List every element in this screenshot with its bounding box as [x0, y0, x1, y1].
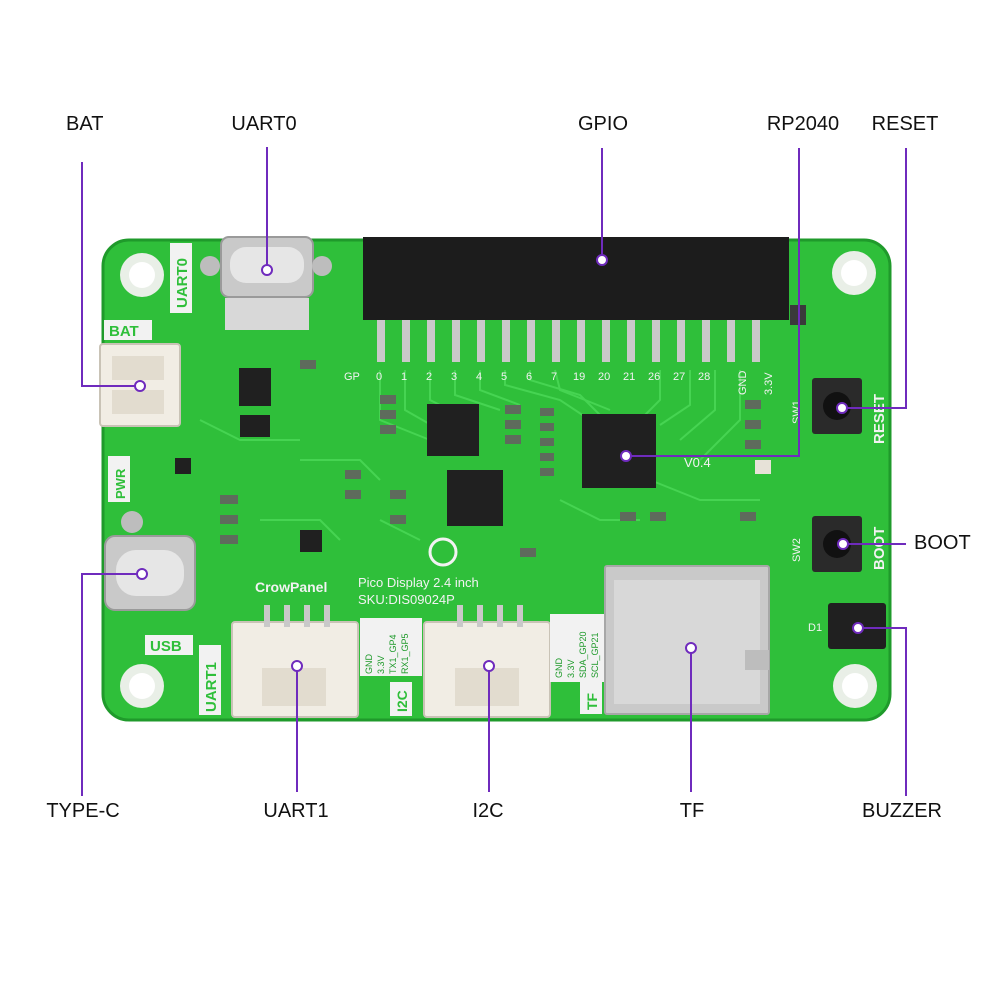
passives — [220, 305, 806, 557]
silk-uart1-pin: 3.3V — [376, 655, 386, 674]
silkscreen: UART0 BAT PWR USB UART1 I2C TF RESET BOO… — [104, 243, 888, 716]
silk-usb-label: USB — [150, 638, 182, 655]
silk-sku-label: SKU:DIS09024P — [358, 592, 455, 607]
silk-gpio-pins: GP 0 1 2 3 4 5 6 7 19 20 21 26 27 28 GND… — [344, 371, 775, 396]
silk-i2c-pin: 3.3V — [566, 659, 576, 678]
silk-i2c-pin: GND — [554, 658, 564, 679]
silk-gpio-pin: 28 — [698, 371, 710, 383]
tf-card-slot — [604, 565, 770, 715]
callout-uart1: UART1 — [263, 800, 329, 822]
usb-connector — [104, 511, 196, 611]
callout-reset: RESET — [871, 113, 939, 135]
silk-product-label: Pico Display 2.4 inch — [358, 575, 479, 590]
silk-sw2-label: SW2 — [791, 538, 803, 562]
silk-uart1-label: UART1 — [203, 662, 220, 712]
silk-boot-label: BOOT — [871, 527, 888, 570]
silk-gpio-pin: 1 — [401, 371, 407, 383]
silk-i2c-pins: GND 3.3V SDA_GP20 SCL_GP21 — [550, 614, 604, 682]
callout-i2c: I2C — [472, 800, 504, 822]
silk-gpio-pin: 19 — [573, 371, 585, 383]
silk-gpio-pin: 0 — [376, 371, 382, 383]
silk-gpio-pin: 27 — [673, 371, 685, 383]
silk-reset-label: RESET — [871, 394, 888, 444]
rp2040-chip — [582, 414, 656, 488]
silk-sw1-label: SW1 — [791, 400, 803, 424]
mounting-holes — [120, 251, 877, 708]
silk-gpio-pin: 7 — [551, 371, 557, 383]
silk-uart0-label: UART0 — [174, 258, 191, 308]
silk-gpio-pin: 3.3V — [763, 372, 775, 395]
silk-pwr-label: PWR — [113, 468, 128, 499]
callout-dots — [134, 254, 864, 672]
silk-uart1-pins: GND 3.3V TX1_GP4 RX1_GP5 — [360, 618, 422, 676]
silk-uart1-pin: RX1_GP5 — [400, 633, 410, 674]
silk-gpio-pin: 20 — [598, 371, 610, 383]
silk-gpio-pin: GP — [344, 371, 360, 383]
callout-rp2040: RP2040 — [766, 113, 840, 135]
callout-type-c: TYPE-C — [46, 800, 120, 822]
callout-line-buzzer — [858, 627, 907, 796]
silk-i2c-label: I2C — [394, 690, 410, 712]
callout-buzzer: BUZZER — [862, 800, 942, 822]
silk-gpio-pin: 2 — [426, 371, 432, 383]
pcb-traces — [199, 369, 760, 541]
silk-version-label: V0.4 — [684, 455, 711, 470]
silk-bat-label: BAT — [109, 323, 139, 340]
callout-uart0: UART0 — [231, 113, 297, 135]
callout-line-bat — [81, 162, 140, 387]
silk-gpio-pin: 4 — [476, 371, 482, 383]
silk-brand-label: CrowPanel — [255, 579, 327, 595]
silk-uart1-pin: GND — [364, 654, 374, 675]
brand-logo-icon — [428, 537, 458, 567]
silk-i2c-pin: SCL_GP21 — [590, 632, 600, 678]
callout-line-type-c — [81, 573, 142, 796]
silk-gpio-pin: 3 — [451, 371, 457, 383]
callout-gpio: GPIO — [577, 113, 629, 135]
callout-lines — [81, 147, 907, 796]
gpio-header — [363, 237, 789, 362]
silk-gpio-pin: 6 — [526, 371, 532, 383]
callout-bat: BAT — [66, 113, 104, 135]
silk-tf-label: TF — [584, 692, 600, 710]
callout-boot: BOOT — [914, 532, 971, 554]
callout-tf: TF — [679, 800, 705, 822]
silk-uart1-pin: TX1_GP4 — [388, 634, 398, 674]
silk-gpio-pin: 26 — [648, 371, 660, 383]
silk-gpio-pin: 21 — [623, 371, 635, 383]
silk-gpio-pin: GND — [737, 371, 749, 396]
silk-i2c-pin: SDA_GP20 — [578, 631, 588, 678]
callout-line-rp2040 — [626, 148, 800, 457]
silk-d1-label: D1 — [808, 622, 822, 634]
callout-line-reset — [842, 148, 907, 409]
silk-gpio-pin: 5 — [501, 371, 507, 383]
chips — [175, 368, 656, 552]
